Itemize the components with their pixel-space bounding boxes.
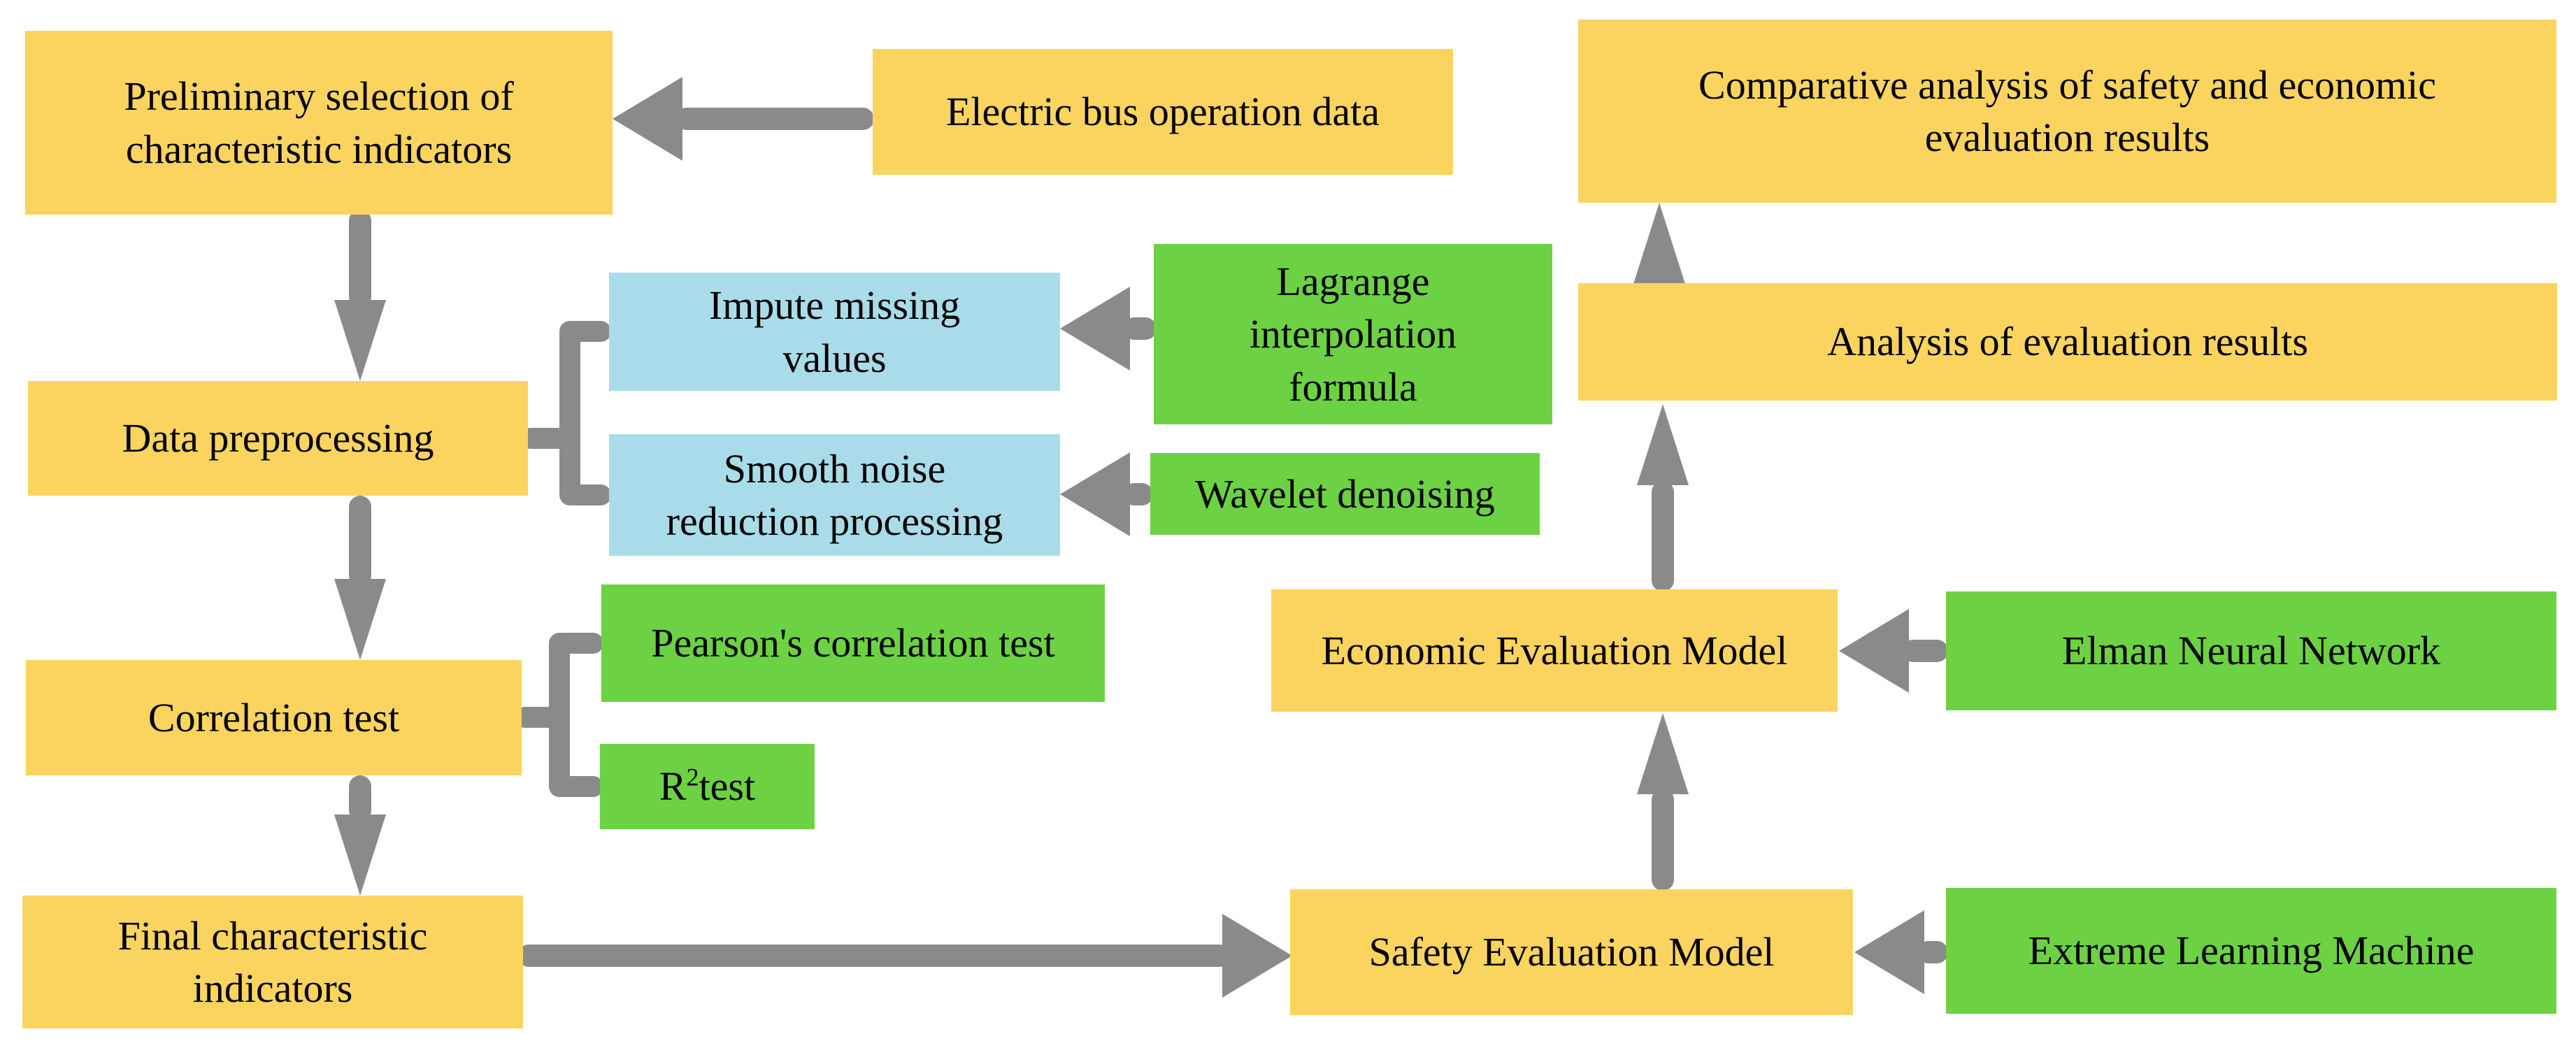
node-analysis-of-evaluation-results-label: Analysis of evaluation results <box>1827 319 2308 365</box>
arrow-final-to-safety-shaft <box>517 945 1231 967</box>
node-correlation-test-label: Correlation test <box>148 694 400 740</box>
r2-base: R <box>659 763 687 810</box>
node-economic-evaluation-model: Economic Evaluation Model <box>1271 589 1838 712</box>
arrow-correlation-to-final-head <box>334 814 386 896</box>
bracket-correlation-vertical <box>549 633 570 797</box>
arrow-wavelet-to-smooth-shaft <box>1123 483 1153 505</box>
bracket-preprocessing-vertical <box>559 321 580 505</box>
arrow-elman-to-economic-shaft <box>1902 640 1948 662</box>
node-preliminary-selection: Preliminary selection of characteristic … <box>25 31 613 215</box>
arrow-final-to-safety-head <box>1222 914 1292 998</box>
arrow-preprocessing-to-correlation-shaft <box>349 496 371 587</box>
arrow-lagrange-to-impute-shaft <box>1123 317 1157 340</box>
arrow-extreme-to-safety-head <box>1854 910 1924 994</box>
node-economic-evaluation-model-label: Economic Evaluation Model <box>1321 627 1788 673</box>
node-final-characteristic-indicators: Final characteristic indicators <box>22 896 523 1028</box>
node-safety-evaluation-model: Safety Evaluation Model <box>1290 889 1853 1015</box>
arrow-correlation-to-final-shaft <box>349 775 371 821</box>
node-comparative-analysis: Comparative analysis of safety and econo… <box>1578 20 2556 203</box>
node-smooth-noise-reduction: Smooth noise reduction processing <box>609 434 1060 556</box>
bracket-correlation-arm-bottom <box>553 776 603 797</box>
node-impute-missing-values: Impute missing values <box>609 273 1060 391</box>
arrow-safety-to-economic-shaft <box>1652 789 1674 891</box>
r2-superscript: 2 <box>686 763 699 791</box>
node-data-preprocessing: Data preprocessing <box>28 381 528 496</box>
node-lagrange-interpolation: Lagrange interpolation formula <box>1154 244 1552 424</box>
arrow-safety-to-economic-head <box>1637 713 1689 794</box>
arrow-electric-to-preliminary-shaft <box>675 108 874 130</box>
node-wavelet-denoising: Wavelet denoising <box>1150 453 1540 535</box>
node-electric-bus-operation-data-label: Electric bus operation data <box>945 89 1380 135</box>
arrow-preprocessing-to-correlation-head <box>334 579 386 660</box>
node-pearson-correlation-test-label: Pearson's correlation test <box>651 620 1055 666</box>
node-analysis-of-evaluation-results: Analysis of evaluation results <box>1578 283 2557 401</box>
node-final-characteristic-indicators-label: Final characteristic indicators <box>117 912 428 1011</box>
node-electric-bus-operation-data: Electric bus operation data <box>873 49 1453 175</box>
arrow-electric-to-preliminary-head <box>613 77 682 161</box>
node-extreme-learning-machine-label: Extreme Learning Machine <box>2028 928 2475 974</box>
node-pearson-correlation-test: Pearson's correlation test <box>601 584 1105 702</box>
arrow-economic-to-analysis-head <box>1637 404 1689 485</box>
node-lagrange-interpolation-label: Lagrange interpolation formula <box>1249 258 1457 410</box>
arrow-elman-to-economic-head <box>1839 609 1909 693</box>
r2-rest: test <box>699 763 756 810</box>
node-data-preprocessing-label: Data preprocessing <box>122 415 434 461</box>
bracket-preprocessing-arm-top <box>564 321 611 342</box>
node-elman-neural-network-label: Elman Neural Network <box>2061 628 2441 674</box>
node-wavelet-denoising-label: Wavelet denoising <box>1195 471 1495 517</box>
node-r2-test: R2test <box>600 744 815 829</box>
node-elman-neural-network: Elman Neural Network <box>1946 591 2556 710</box>
arrow-extreme-to-safety-shaft <box>1917 941 1948 963</box>
bracket-preprocessing-arm-bottom <box>564 484 611 505</box>
node-correlation-test: Correlation test <box>26 660 522 775</box>
node-impute-missing-values-label: Impute missing values <box>708 282 961 381</box>
node-comparative-analysis-label: Comparative analysis of safety and econo… <box>1698 62 2436 160</box>
arrow-lagrange-to-impute-head <box>1060 287 1130 371</box>
node-smooth-noise-reduction-label: Smooth noise reduction processing <box>666 445 1003 544</box>
node-safety-evaluation-model-label: Safety Evaluation Model <box>1368 929 1775 975</box>
bracket-correlation-arm-top <box>553 633 603 654</box>
arrow-wavelet-to-smooth-head <box>1060 452 1130 536</box>
node-preliminary-selection-label: Preliminary selection of characteristic … <box>124 73 514 172</box>
arrow-preliminary-to-preprocessing-head <box>334 300 386 381</box>
node-extreme-learning-machine: Extreme Learning Machine <box>1946 888 2556 1014</box>
node-r2-test-label: R2test <box>659 760 755 812</box>
arrow-preliminary-to-preprocessing-shaft <box>349 210 371 308</box>
arrow-economic-to-analysis-shaft <box>1652 481 1674 591</box>
arrow-analysis-to-comparative-head <box>1633 203 1685 284</box>
